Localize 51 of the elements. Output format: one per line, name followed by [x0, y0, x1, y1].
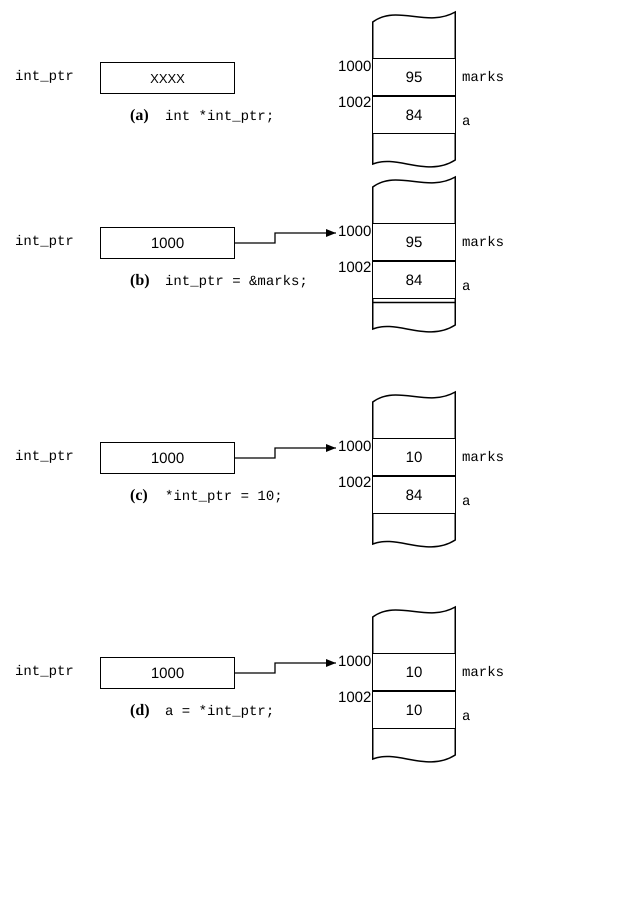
address-text: 1000	[338, 223, 372, 240]
variable-name: a	[462, 279, 470, 295]
memory-cell: 10	[372, 438, 456, 476]
memory-cell: 84	[372, 261, 456, 299]
variable-name: int_ptr	[15, 664, 74, 680]
memory-cell	[372, 10, 456, 58]
figure-label: (d)	[130, 702, 150, 720]
variable-name: a	[462, 494, 470, 510]
code-caption: *int_ptr = 10;	[165, 489, 283, 505]
memory-cell	[372, 390, 456, 438]
pointer-box: XXXX	[100, 62, 235, 94]
arrow	[235, 444, 336, 459]
figure-label: (b)	[130, 272, 150, 290]
memory-cell	[372, 605, 456, 653]
variable-name: marks	[462, 665, 504, 681]
address-text: 1000	[338, 58, 372, 75]
memory-cell: 95	[372, 223, 456, 261]
variable-name: int_ptr	[15, 449, 74, 465]
code-caption: a = *int_ptr;	[165, 704, 274, 720]
memory-cell: 10	[372, 691, 456, 729]
pointer-box: 1000	[100, 442, 235, 474]
memory-cell	[372, 134, 456, 170]
variable-name: int_ptr	[15, 69, 74, 85]
figure-label: (a)	[130, 107, 149, 125]
code-caption: int *int_ptr;	[165, 109, 274, 125]
variable-name: marks	[462, 450, 504, 466]
variable-name: marks	[462, 235, 504, 251]
address-text: 1002	[338, 689, 372, 706]
memory-cell	[372, 299, 456, 335]
code-caption: int_ptr = &marks;	[165, 274, 308, 290]
memory-cell	[372, 514, 456, 550]
address-text: 1002	[338, 259, 372, 276]
memory-cell: 10	[372, 653, 456, 691]
variable-name: a	[462, 114, 470, 130]
memory-cell: 84	[372, 476, 456, 514]
address-text: 1002	[338, 474, 372, 491]
memory-cell: 84	[372, 96, 456, 134]
memory-cell	[372, 175, 456, 223]
memory-cell	[372, 729, 456, 765]
address-text: 1000	[338, 653, 372, 670]
variable-name: a	[462, 709, 470, 725]
variable-name: int_ptr	[15, 234, 74, 250]
address-text: 1000	[338, 438, 372, 455]
pointer-box: 1000	[100, 227, 235, 259]
memory-cell: 95	[372, 58, 456, 96]
arrow	[235, 229, 336, 244]
arrow	[235, 659, 336, 674]
pointer-box: 1000	[100, 657, 235, 689]
variable-name: marks	[462, 70, 504, 86]
address-text: 1002	[338, 94, 372, 111]
figure-label: (c)	[130, 487, 148, 505]
